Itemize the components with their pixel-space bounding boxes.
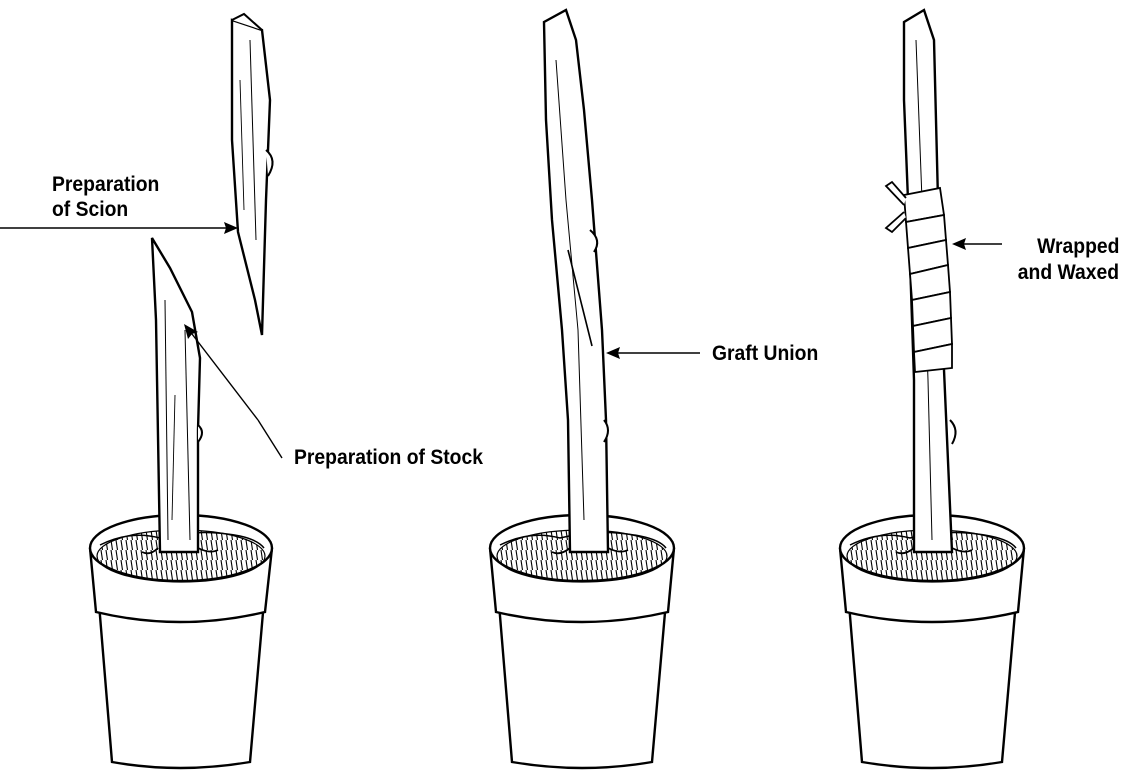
arrow-scion	[0, 222, 238, 234]
grafted-stem-2	[544, 10, 628, 553]
label-wrapped-and-waxed-line2: and Waxed	[1018, 261, 1119, 284]
panel-3-wrapped	[840, 10, 1024, 768]
stock-1	[142, 238, 218, 553]
label-graft-union: Graft Union	[712, 342, 818, 365]
panel-1-stock-and-scion	[0, 14, 282, 768]
label-preparation-of-stock: Preparation of Stock	[294, 446, 483, 469]
label-preparation-of-scion-line2: of Scion	[52, 198, 128, 221]
wrapping-tape	[886, 182, 952, 372]
scion-cutting	[232, 14, 273, 335]
arrow-graft-union	[606, 347, 700, 359]
label-preparation-of-scion-line1: Preparation	[52, 173, 159, 196]
label-wrapped-and-waxed-line1: Wrapped	[1037, 235, 1119, 258]
panel-2-graft-union	[490, 10, 700, 768]
arrow-wrapped	[952, 238, 1002, 250]
